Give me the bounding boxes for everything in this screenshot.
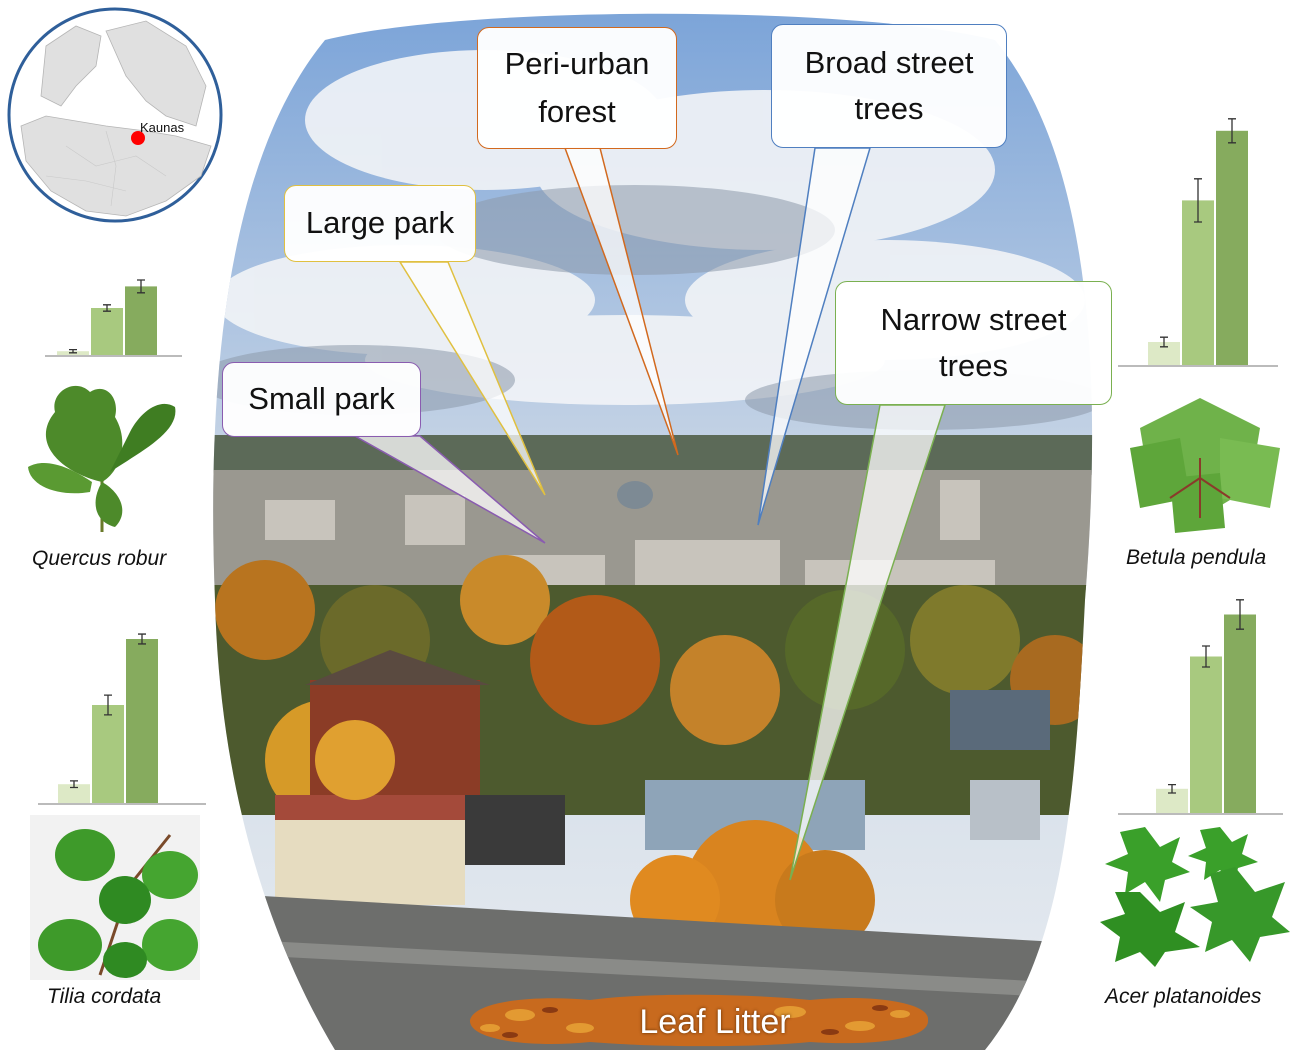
bar bbox=[57, 351, 89, 356]
bar bbox=[1182, 200, 1214, 366]
error-bar bbox=[138, 633, 146, 645]
species-label-acer: Acer platanoides bbox=[1105, 985, 1262, 1008]
acer-leaf-icon bbox=[1100, 827, 1290, 967]
error-bar bbox=[1228, 118, 1236, 144]
bar bbox=[1224, 614, 1256, 814]
chart-tilia bbox=[38, 633, 206, 805]
callout-peri-urban-forest: Peri-urban forest bbox=[477, 27, 677, 149]
kaunas-label: Kaunas bbox=[140, 120, 185, 135]
error-bar bbox=[137, 279, 145, 294]
error-bar bbox=[1194, 178, 1202, 223]
callout-broad-street-trees: Broad street trees bbox=[771, 24, 1007, 148]
error-bar bbox=[69, 348, 77, 354]
error-bar bbox=[1160, 336, 1168, 348]
species-label-quercus: Quercus robur bbox=[32, 547, 167, 570]
bar bbox=[1190, 656, 1222, 814]
locator-map: Kaunas bbox=[7, 7, 223, 223]
species-label-betula: Betula pendula bbox=[1126, 546, 1267, 569]
bar bbox=[125, 286, 157, 356]
bar bbox=[1216, 130, 1248, 366]
leaf-litter-label: Leaf Litter bbox=[639, 1003, 791, 1041]
quercus-leaf-icon bbox=[28, 385, 176, 532]
error-bar bbox=[1236, 599, 1244, 630]
betula-leaf-icon bbox=[1130, 398, 1280, 533]
error-bar bbox=[1202, 645, 1210, 668]
callout-peri-urban-forest-label: Peri-urban forest bbox=[504, 45, 650, 129]
callout-narrow-street-trees: Narrow street trees bbox=[835, 281, 1112, 405]
leaf-litter-shape bbox=[469, 994, 929, 1047]
chart-acer bbox=[1118, 599, 1283, 815]
error-bar bbox=[1168, 783, 1176, 794]
tilia-leaf-icon bbox=[30, 815, 200, 980]
bar bbox=[126, 639, 158, 804]
error-bar bbox=[103, 304, 111, 312]
error-bar bbox=[104, 694, 112, 716]
kaunas-marker bbox=[131, 131, 145, 145]
callout-small-park: Small park bbox=[222, 362, 421, 437]
species-label-tilia: Tilia cordata bbox=[47, 985, 162, 1008]
error-bar bbox=[70, 780, 78, 789]
callout-small-park-label: Small park bbox=[248, 381, 395, 417]
city-photo bbox=[213, 13, 1093, 1050]
bar bbox=[92, 705, 124, 804]
bar bbox=[58, 784, 90, 804]
chart-betula bbox=[1118, 118, 1278, 367]
chart-quercus bbox=[45, 279, 182, 357]
callout-large-park: Large park bbox=[284, 185, 476, 262]
callout-large-park-label: Large park bbox=[305, 205, 455, 241]
bar bbox=[91, 308, 123, 356]
callout-broad-street-trees-label: Broad street trees bbox=[804, 44, 974, 127]
callout-narrow-street-trees-label: Narrow street trees bbox=[880, 301, 1067, 384]
